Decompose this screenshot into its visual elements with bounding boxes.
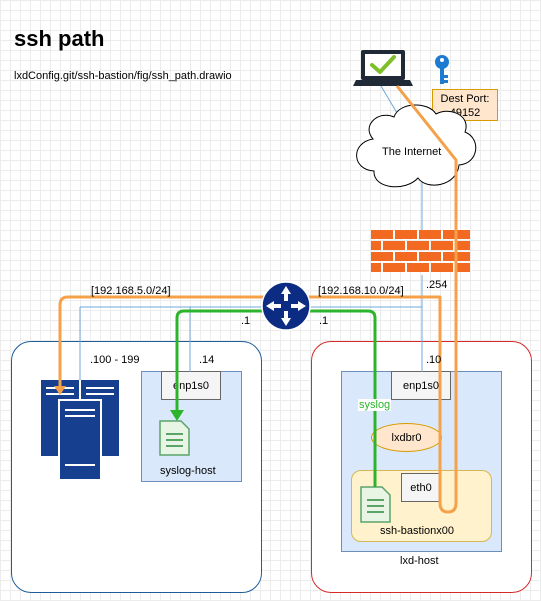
syslog-document-icon xyxy=(159,420,190,456)
syslog-host-nic[interactable]: enp1s0 xyxy=(161,371,221,400)
lxd-bridge[interactable]: lxdbr0 xyxy=(371,423,442,452)
firewall-address: .254 xyxy=(426,279,448,291)
server-range-address: .100 - 199 xyxy=(90,354,140,366)
server-rack-icon xyxy=(41,380,119,481)
syslog-flow-label: syslog xyxy=(358,399,392,411)
callout-line-1: Dest Port: xyxy=(440,93,490,105)
ssh-path xyxy=(58,85,458,514)
network-links xyxy=(79,85,423,380)
container-label: ssh-bastionx00 xyxy=(380,525,454,537)
page-title: ssh path xyxy=(14,26,105,51)
syslog-host-label: syslog-host xyxy=(160,465,216,477)
lxd-host-address: .10 xyxy=(426,354,442,366)
syslog-document-icon xyxy=(360,486,391,523)
laptop-icon xyxy=(353,50,413,86)
internet-label: The Internet xyxy=(382,146,442,158)
left-network-label: [192.168.5.0/24] xyxy=(91,285,171,297)
router-left-address: .1 xyxy=(241,315,251,327)
syslog-host-address: .14 xyxy=(199,354,215,366)
router-right-address: .1 xyxy=(319,315,329,327)
syslog-path xyxy=(175,309,377,487)
lxd-host-label: lxd-host xyxy=(400,555,439,567)
page-subtitle: lxdConfig.git/ssh-bastion/fig/ssh_path.d… xyxy=(14,70,232,82)
cloud-icon xyxy=(356,104,477,188)
key-icon xyxy=(435,55,449,84)
right-network-label: [192.168.10.0/24] xyxy=(318,285,404,297)
router-icon xyxy=(261,281,311,331)
